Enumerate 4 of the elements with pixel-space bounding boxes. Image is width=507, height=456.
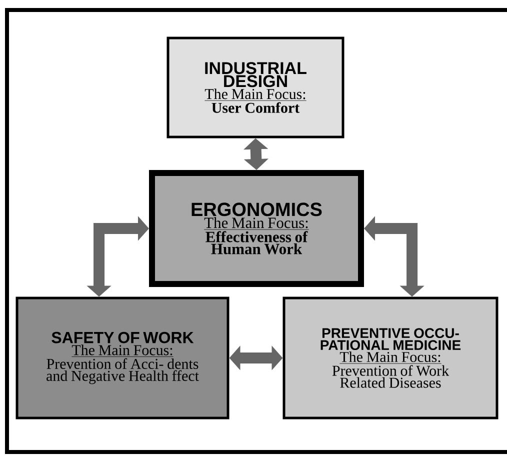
box: SAFETY OF WORK The Main Focus: Prevention of Acci- dents and Negative Health ffect [16, 296, 230, 420]
box: ERGONOMICS The Main Focus: Effectiveness of Human Work [149, 170, 364, 287]
box: PREVENTIVE OCCU- PATIONAL MEDICINE The Main Focus: Prevention of Work Related Diseases [282, 296, 498, 420]
box: INDUSTRIAL DESIGN The Main Focus: User Comfort [166, 36, 344, 138]
